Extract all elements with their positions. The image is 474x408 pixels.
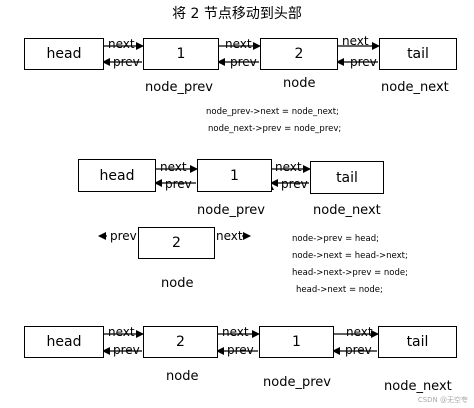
- row3-name-node-next: node_next: [384, 379, 452, 394]
- row3-node-2: 2: [143, 326, 218, 358]
- row1-next-label: next: [108, 37, 135, 51]
- row3-next-label: next: [222, 325, 249, 339]
- detached-prev-label: prev: [110, 229, 137, 243]
- row2-node-tail: tail: [310, 161, 384, 194]
- detached-node-2: 2: [138, 227, 215, 259]
- row3-prev-label: prev: [227, 343, 254, 357]
- row3-node-1: 1: [259, 326, 334, 358]
- row1-prev-label: prev: [113, 55, 140, 69]
- row3-prev-label: prev: [345, 343, 372, 357]
- row2-prev-label: prev: [165, 177, 192, 191]
- detached-name-node: node: [161, 276, 194, 291]
- row2-name-node-prev: node_prev: [197, 203, 265, 218]
- row2-code-line: head->next = node;: [296, 285, 383, 295]
- row3-node-tail: tail: [378, 326, 457, 358]
- row1-name-node-prev: node_prev: [145, 80, 213, 95]
- row2-node-1: 1: [197, 159, 272, 192]
- row2-prev-label: prev: [281, 177, 308, 191]
- row1-next-label: next: [342, 34, 369, 48]
- row3-next-label: next: [346, 325, 373, 339]
- row2-code-line: node->prev = head;: [292, 234, 379, 244]
- row1-node-head: head: [24, 38, 104, 70]
- row2-node-head: head: [78, 159, 156, 192]
- row3-next-label: next: [108, 325, 135, 339]
- row3-name-node-prev: node_prev: [263, 375, 331, 390]
- row3-prev-label: prev: [113, 343, 140, 357]
- diagram-title: 将 2 节点移动到头部: [172, 6, 302, 22]
- row1-next-label: next: [225, 37, 252, 51]
- watermark: CSDN @无空夸: [417, 396, 468, 404]
- row3-name-node: node: [166, 369, 199, 384]
- row2-name-node-next: node_next: [313, 203, 381, 218]
- detached-next-label: next: [216, 229, 243, 243]
- row1-node-2: 2: [260, 38, 338, 70]
- row2-code-line: head->next->prev = node;: [292, 268, 408, 278]
- row1-prev-label: prev: [350, 55, 377, 69]
- row1-code-line: node_prev->next = node_next;: [206, 107, 339, 117]
- row1-prev-label: prev: [230, 55, 257, 69]
- row1-node-1: 1: [143, 38, 219, 70]
- row2-next-label: next: [160, 160, 187, 174]
- row2-code-line: node->next = head->next;: [292, 251, 408, 261]
- row1-code-line: node_next->prev = node_prev;: [208, 124, 342, 134]
- row3-node-head: head: [24, 326, 104, 358]
- row2-next-label: next: [275, 160, 302, 174]
- row1-node-tail: tail: [379, 38, 457, 70]
- row1-name-node: node: [283, 76, 316, 91]
- row1-name-node-next: node_next: [381, 80, 449, 95]
